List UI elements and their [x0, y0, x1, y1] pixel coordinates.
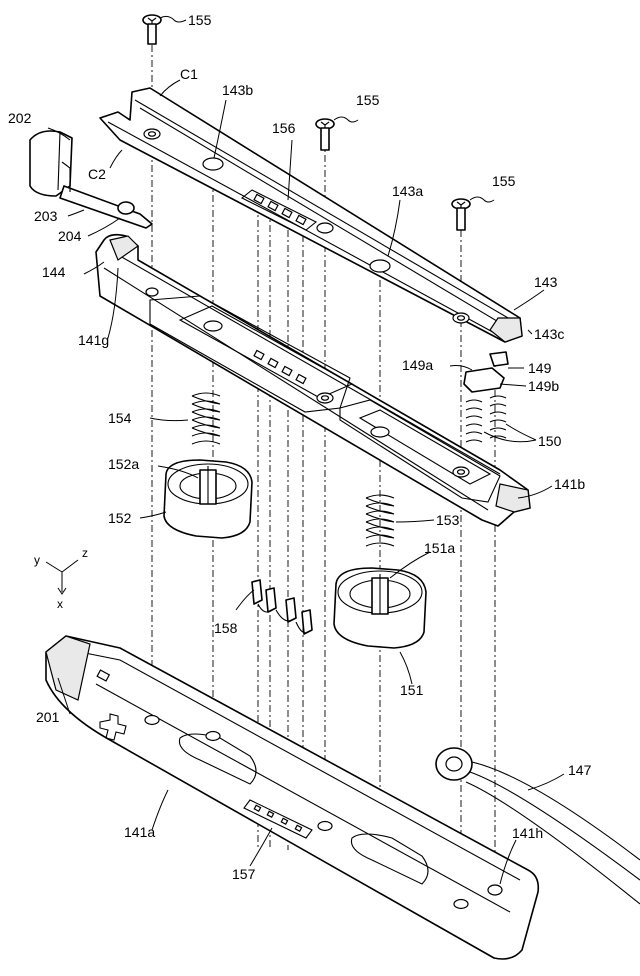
reference-labels: 155 C1 202 143b 155 156 C2 155 143a 203 … [8, 12, 592, 882]
clip-149 [463, 351, 509, 393]
label-155-top: 155 [188, 12, 212, 28]
housing-141a [45, 635, 540, 960]
label-149a: 149a [402, 357, 433, 373]
label-158: 158 [214, 620, 238, 636]
label-156: 156 [272, 120, 296, 136]
springs-150 [465, 395, 507, 443]
screw-155-top [142, 14, 162, 45]
label-141g: 141g [78, 332, 109, 348]
label-143c: 143c [534, 326, 564, 342]
button-151 [333, 567, 427, 649]
label-155-right: 155 [492, 173, 516, 189]
label-151a: 151a [424, 540, 455, 556]
label-143a: 143a [392, 183, 423, 199]
label-141b: 141b [554, 476, 585, 492]
label-144: 144 [42, 264, 66, 280]
label-149: 149 [528, 360, 552, 376]
rail-143 [99, 87, 523, 343]
strap-147 [435, 747, 640, 905]
label-141a: 141a [124, 824, 155, 840]
label-147: 147 [568, 762, 592, 778]
label-143: 143 [534, 274, 558, 290]
pin-204 [117, 201, 135, 215]
label-155-middle: 155 [356, 92, 380, 108]
spring-154 [191, 392, 221, 445]
screw-155-middle [315, 118, 335, 151]
label-203: 203 [34, 208, 58, 224]
label-154: 154 [108, 410, 132, 426]
spring-153 [365, 494, 395, 547]
button-152 [163, 459, 253, 539]
label-157: 157 [232, 866, 256, 882]
label-152: 152 [108, 510, 132, 526]
axis-label-y: y [34, 553, 40, 567]
label-153: 153 [436, 512, 460, 528]
label-c1: C1 [180, 66, 198, 82]
label-202: 202 [8, 110, 32, 126]
label-152a: 152a [108, 456, 139, 472]
axis-label-x: x [57, 597, 63, 611]
plate-141 [95, 233, 531, 527]
screw-155-right [451, 198, 471, 231]
label-204: 204 [58, 228, 82, 244]
axis-triad: y z x [34, 546, 88, 611]
label-151: 151 [400, 682, 424, 698]
label-141h: 141h [512, 825, 543, 841]
label-201: 201 [36, 709, 60, 725]
label-150: 150 [538, 433, 562, 449]
label-c2: C2 [88, 166, 106, 182]
contacts-158 [251, 579, 313, 635]
label-143b: 143b [222, 82, 253, 98]
plate-203 [59, 161, 153, 229]
axis-label-z: z [82, 546, 88, 560]
label-149b: 149b [528, 378, 559, 394]
leader-lines [47, 15, 565, 885]
